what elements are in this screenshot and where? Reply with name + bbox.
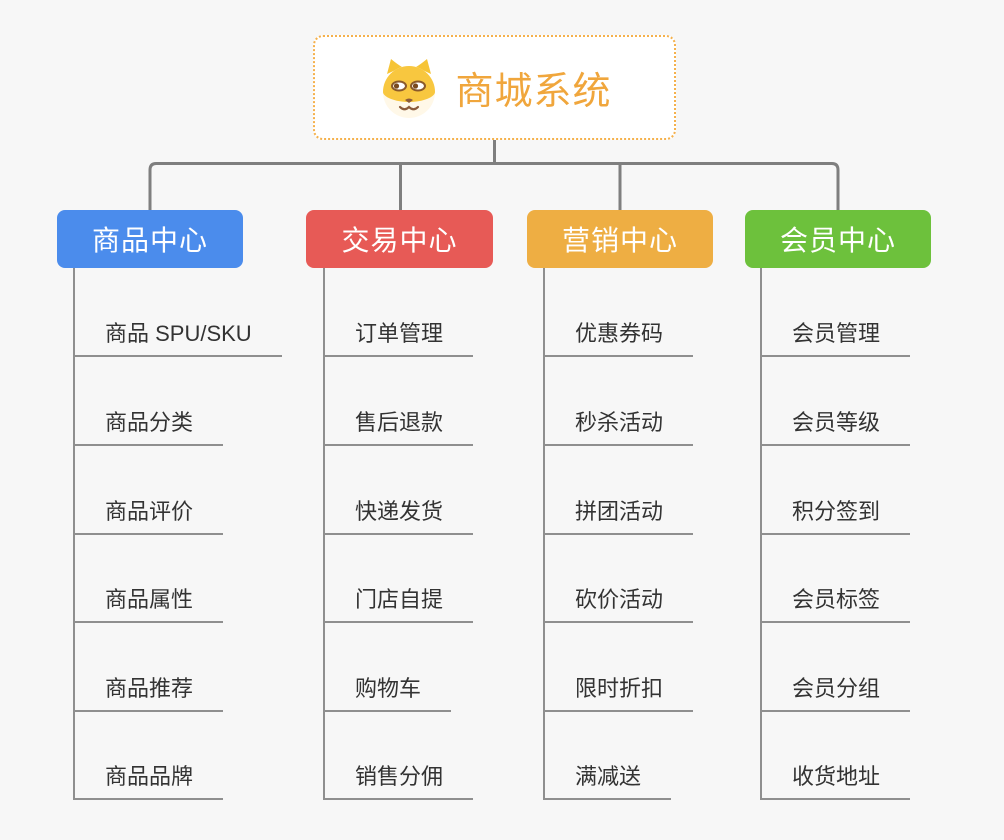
branch-item[interactable]: 满减送 — [543, 758, 672, 800]
branch-item[interactable]: 销售分佣 — [323, 758, 474, 800]
branch-item[interactable]: 门店自提 — [323, 581, 474, 623]
branch-item[interactable]: 砍价活动 — [543, 581, 694, 623]
branch-item[interactable]: 商品属性 — [73, 581, 224, 623]
branch-item[interactable]: 积分签到 — [760, 493, 911, 535]
branch-header-2[interactable]: 交易中心 — [306, 210, 493, 268]
branch-item[interactable]: 商品推荐 — [73, 670, 224, 712]
branch-item[interactable]: 会员等级 — [760, 404, 911, 446]
dog-face-icon — [377, 56, 441, 120]
branch-item[interactable]: 商品评价 — [73, 493, 224, 535]
branch-item[interactable]: 购物车 — [323, 670, 452, 712]
branch-bus-line — [148, 162, 840, 210]
branch-item[interactable]: 秒杀活动 — [543, 404, 694, 446]
branch-header-4[interactable]: 会员中心 — [745, 210, 931, 268]
branch-item[interactable]: 快递发货 — [323, 493, 474, 535]
branch-item[interactable]: 商品分类 — [73, 404, 224, 446]
branch-item[interactable]: 订单管理 — [323, 315, 474, 357]
root-node[interactable]: 商城系统 — [313, 35, 676, 140]
branch-item[interactable]: 商品 SPU/SKU — [73, 315, 282, 357]
root-title: 商城系统 — [455, 71, 612, 113]
branch-item[interactable]: 售后退款 — [323, 404, 474, 446]
branch-item[interactable]: 商品品牌 — [73, 758, 224, 800]
branch-item[interactable]: 会员标签 — [760, 581, 911, 623]
branch-item[interactable]: 会员分组 — [760, 670, 911, 712]
branch-header-1[interactable]: 商品中心 — [57, 210, 243, 268]
branch-item[interactable]: 拼团活动 — [543, 493, 694, 535]
branch-header-3[interactable]: 营销中心 — [527, 210, 713, 268]
branch-item[interactable]: 优惠券码 — [543, 315, 694, 357]
branch-item[interactable]: 会员管理 — [760, 315, 911, 357]
branch-item[interactable]: 收货地址 — [760, 758, 911, 800]
branch-item[interactable]: 限时折扣 — [543, 670, 694, 712]
